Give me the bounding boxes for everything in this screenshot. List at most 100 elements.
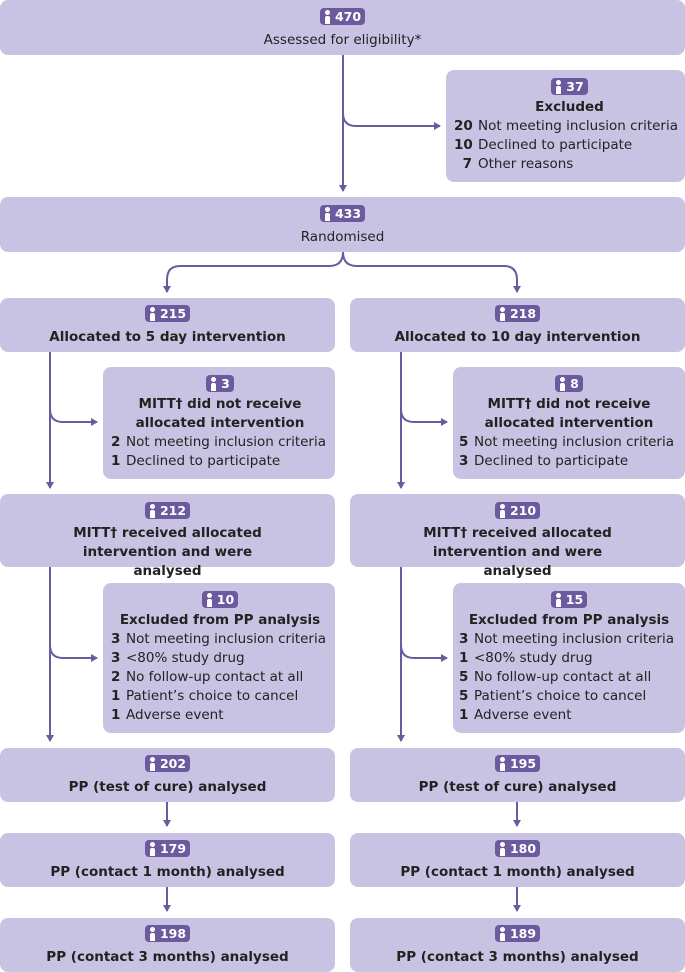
count-value: 10 (216, 592, 235, 607)
randomised-box: 433 Randomised (0, 197, 685, 252)
count-value: 470 (334, 9, 362, 24)
person-icon (209, 376, 218, 391)
person-icon (148, 926, 157, 941)
excluded-pp-title: Excluded from PP analysis (119, 611, 321, 628)
reason-item: 1<80% study drug (459, 649, 593, 666)
person-icon (498, 841, 507, 856)
arrow-left-to-not-received (49, 408, 98, 426)
count-badge: 189 (494, 925, 541, 942)
arrow-left-to-excluded-pp (49, 644, 98, 662)
count-badge: 180 (494, 840, 541, 857)
count-badge: 179 (144, 840, 191, 857)
count-value: 3 (221, 376, 230, 391)
count-value: 210 (509, 503, 537, 518)
pp-1month-label: PP (contact 1 month) analysed (400, 863, 635, 880)
assessed-box: 470 Assessed for eligibility* (0, 0, 685, 55)
split-left (163, 251, 344, 293)
pp-1month-5day-box: 179 PP (contact 1 month) analysed (0, 833, 335, 887)
excluded-pp-title: Excluded from PP analysis (468, 611, 670, 628)
count-value: 37 (566, 79, 584, 94)
count-badge: 202 (144, 755, 191, 772)
person-icon (323, 206, 332, 221)
count-value: 433 (334, 206, 362, 221)
assessed-label: Assessed for eligibility* (263, 31, 422, 48)
count-badge: 37 (551, 78, 588, 95)
pp-cure-10day-box: 195 PP (test of cure) analysed (350, 748, 685, 802)
allocated-10day-box: 218 Allocated to 10 day intervention (350, 298, 685, 352)
randomised-label: Randomised (300, 228, 385, 245)
person-icon (148, 503, 157, 518)
count-badge: 215 (144, 305, 191, 322)
count-badge: 212 (144, 502, 191, 519)
person-icon (554, 79, 563, 94)
person-icon (148, 756, 157, 771)
count-badge: 3 (206, 375, 234, 392)
count-badge: 15 (550, 591, 588, 608)
received-5day-box: 212 MITT† received allocated interventio… (0, 494, 335, 579)
allocated-label: Allocated to 5 day intervention (49, 328, 286, 345)
count-badge: 198 (144, 925, 191, 942)
pp-cure-5day-box: 202 PP (test of cure) analysed (0, 748, 335, 802)
not-received-box-10day: 8 MITT† did not receive allocated interv… (453, 367, 685, 479)
count-badge: 470 (319, 8, 366, 25)
allocated-label: Allocated to 10 day intervention (394, 328, 641, 345)
count-badge: 10 (201, 591, 239, 608)
person-icon (323, 9, 332, 24)
person-icon (498, 306, 507, 321)
received-label: MITT† received allocated intervention an… (73, 524, 262, 579)
not-received-title: MITT† did not receive allocated interven… (484, 395, 654, 431)
count-badge: 8 (555, 375, 583, 392)
received-label: MITT† received allocated intervention an… (423, 524, 612, 579)
split-right (342, 251, 521, 293)
reason-item: 3<80% study drug (111, 649, 245, 666)
pp-3months-10day-box: 189 PP (contact 3 months) analysed (350, 918, 685, 972)
pp-cure-label: PP (test of cure) analysed (418, 778, 617, 795)
received-10day-box: 210 MITT† received allocated interventio… (350, 494, 685, 579)
arrow-right-to-excluded-pp (400, 644, 448, 662)
count-value: 179 (159, 841, 187, 856)
count-value: 212 (159, 503, 187, 518)
count-value: 215 (159, 306, 187, 321)
person-icon (554, 592, 563, 607)
pp-3months-label: PP (contact 3 months) analysed (396, 948, 639, 965)
arrow-to-excluded (342, 112, 441, 130)
person-icon (558, 376, 567, 391)
not-received-box-5day: 3 MITT† did not receive allocated interv… (103, 367, 335, 479)
arrow-right-to-not-received (400, 408, 448, 426)
count-badge: 195 (494, 755, 541, 772)
count-badge: 218 (494, 305, 541, 322)
pp-3months-5day-box: 198 PP (contact 3 months) analysed (0, 918, 335, 972)
pp-3months-label: PP (contact 3 months) analysed (46, 948, 289, 965)
count-value: 180 (509, 841, 537, 856)
count-value: 15 (565, 592, 584, 607)
pp-1month-10day-box: 180 PP (contact 1 month) analysed (350, 833, 685, 887)
count-value: 218 (509, 306, 537, 321)
person-icon (498, 756, 507, 771)
count-value: 202 (159, 756, 187, 771)
person-icon (148, 306, 157, 321)
excluded-title: Excluded (535, 98, 604, 115)
count-value: 8 (570, 376, 579, 391)
not-received-title: MITT† did not receive allocated interven… (135, 395, 305, 431)
person-icon (498, 926, 507, 941)
count-value: 195 (509, 756, 537, 771)
person-icon (205, 592, 214, 607)
